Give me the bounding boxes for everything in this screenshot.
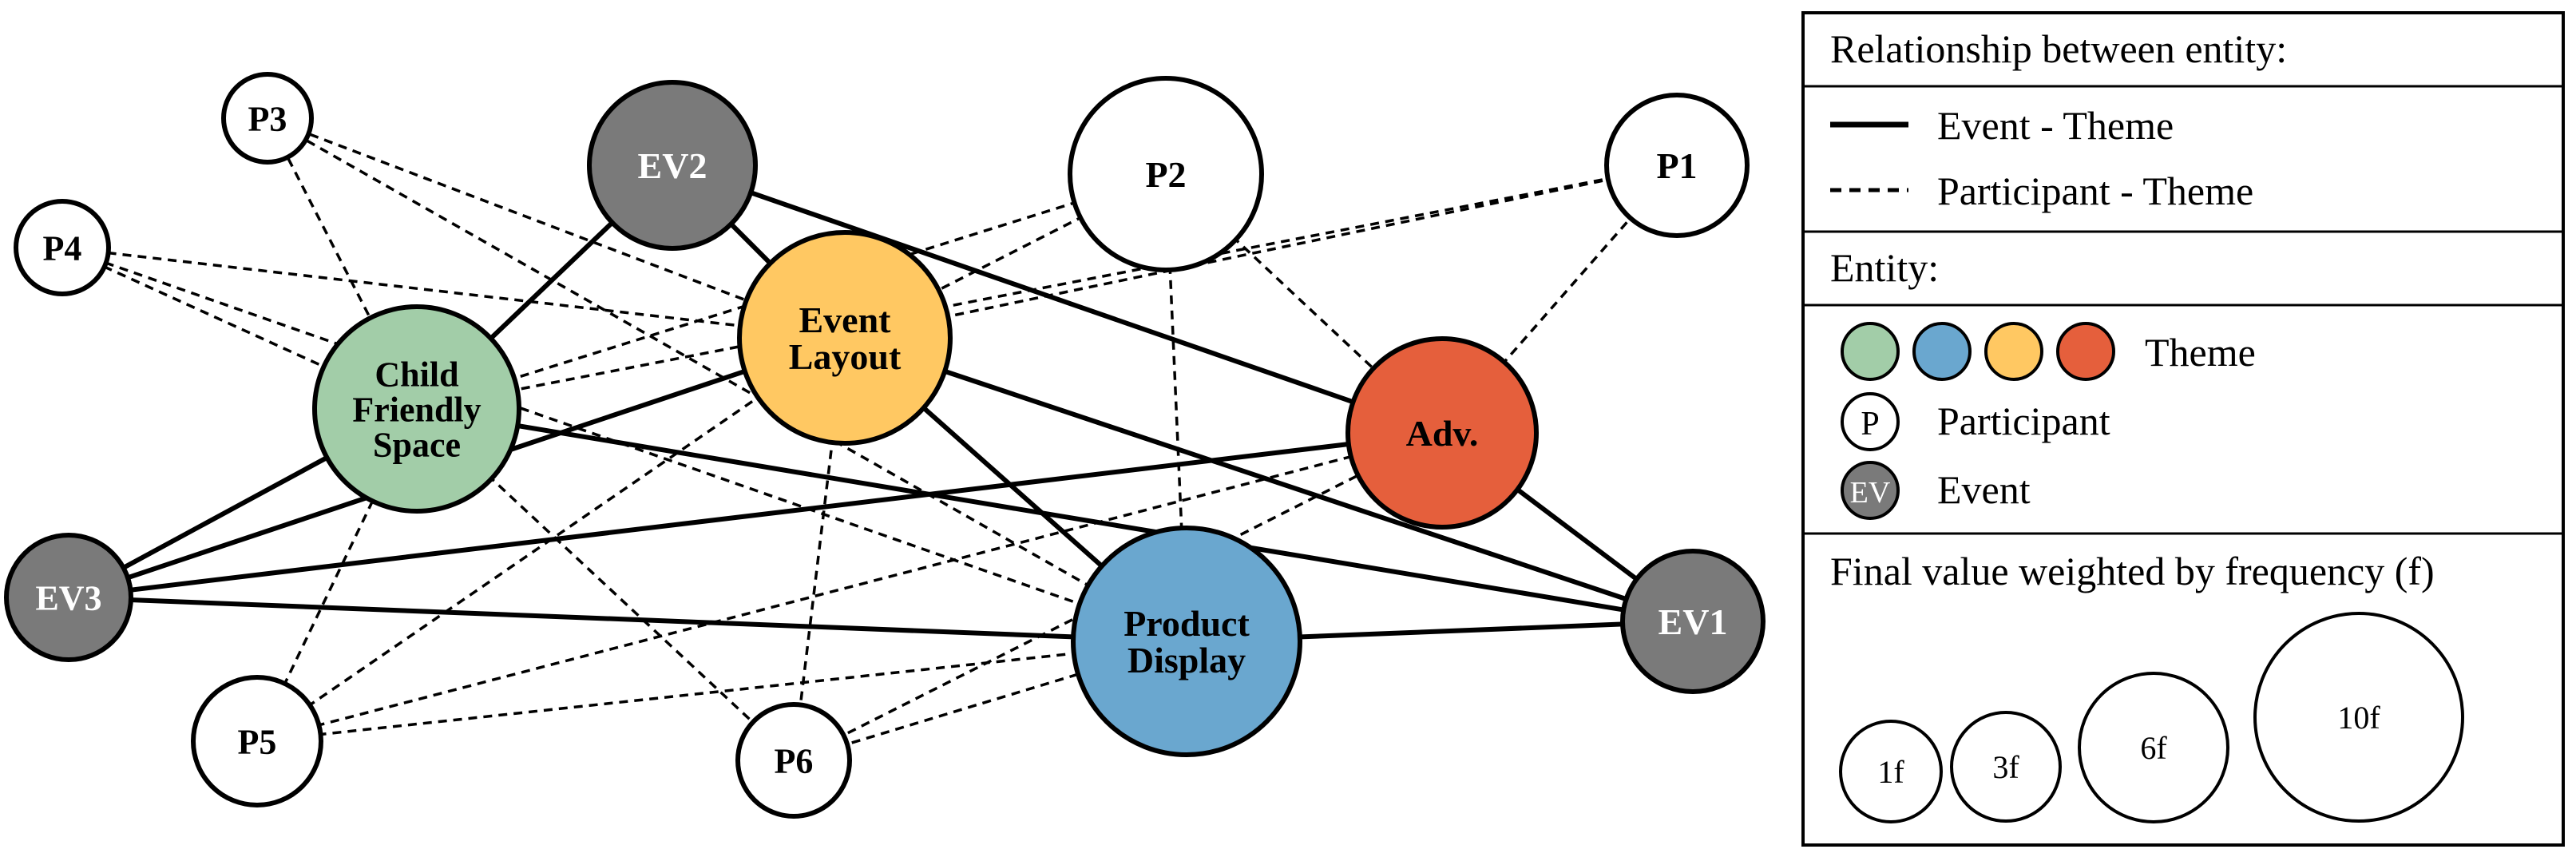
node-p4[interactable]: P4 xyxy=(14,199,111,296)
edge-p3-product xyxy=(267,117,1187,643)
node-ev1-label: EV1 xyxy=(1659,601,1728,642)
legend-event-symbol: EV xyxy=(1850,476,1891,510)
node-p3[interactable]: P3 xyxy=(221,72,314,165)
legend-weight-title: Final value weighted by frequency (f) xyxy=(1830,549,2435,593)
node-p5-label: P5 xyxy=(238,722,277,761)
legend-entity-title: Entity: xyxy=(1830,245,1939,290)
node-adv-circle xyxy=(1345,336,1539,530)
node-p2[interactable]: P2 xyxy=(1068,76,1264,272)
node-adv[interactable]: Adv. xyxy=(1345,336,1539,530)
edge-p1-layout xyxy=(844,164,1678,339)
legend-event-swatch xyxy=(1841,461,1900,520)
node-p1[interactable]: P1 xyxy=(1604,93,1750,238)
node-p2-label: P2 xyxy=(1145,154,1186,195)
node-product-circle xyxy=(1071,526,1302,757)
node-p4-label: P4 xyxy=(43,228,82,268)
legend-size-10f-label: 10f xyxy=(2337,700,2380,736)
edge-p4-product xyxy=(61,246,1187,643)
legend-theme-swatch xyxy=(2056,322,2115,381)
legend: Relationship between entity: Event - The… xyxy=(1801,11,2565,847)
node-child-label: Child xyxy=(375,355,458,394)
node-p2-circle xyxy=(1068,76,1264,272)
legend-event-theme-label: Event - Theme xyxy=(1937,103,2174,148)
node-p6-circle xyxy=(735,702,852,819)
node-child-label: Friendly xyxy=(352,390,481,429)
legend-theme-swatch xyxy=(1984,322,2043,381)
node-p5[interactable]: P5 xyxy=(191,675,323,807)
node-p1-label: P1 xyxy=(1656,145,1697,186)
edge-p2-child xyxy=(416,173,1167,411)
node-p5-circle xyxy=(191,675,323,807)
legend-theme-swatch xyxy=(1841,322,1900,381)
legend-theme-label: Theme xyxy=(2145,330,2256,375)
node-p4-circle xyxy=(14,199,111,296)
node-p3-circle xyxy=(221,72,314,165)
node-p3-label: P3 xyxy=(248,99,287,138)
edge-ev3-product xyxy=(68,595,1187,644)
node-product-label: Product xyxy=(1124,603,1250,644)
legend-participant-symbol: P xyxy=(1861,406,1879,442)
node-product-label: Display xyxy=(1127,640,1246,680)
edge-p5-layout xyxy=(256,336,846,743)
node-ev1[interactable]: EV1 xyxy=(1620,549,1766,694)
node-layout-label: Event xyxy=(799,300,892,340)
node-ev2-circle xyxy=(587,80,758,251)
legend-participant-swatch xyxy=(1841,392,1900,451)
edge-p5-adv xyxy=(256,431,1443,743)
node-child-label: Space xyxy=(373,425,461,464)
edge-p5-product xyxy=(256,640,1187,743)
legend-size-1f-label: 1f xyxy=(1877,754,1904,790)
edge-ev1-layout xyxy=(844,335,1694,624)
node-adv-label: Adv. xyxy=(1406,413,1479,454)
legend-size-6f-circle xyxy=(2078,672,2229,823)
edge-ev2-adv xyxy=(672,163,1443,435)
node-ev3-label: EV3 xyxy=(35,578,101,617)
legend-size-3f-label: 3f xyxy=(1992,749,2019,785)
legend-participant-label: Participant xyxy=(1937,399,2110,443)
edge-ev1-child xyxy=(416,407,1694,624)
node-layout-circle xyxy=(737,230,953,446)
edge-p3-layout xyxy=(267,117,846,339)
legend-relationship-title: Relationship between entity: xyxy=(1830,26,2287,71)
edge-p4-layout xyxy=(61,246,846,339)
node-ev3[interactable]: EV3 xyxy=(4,533,133,662)
legend-size-6f-label: 6f xyxy=(2140,730,2167,766)
node-p6[interactable]: P6 xyxy=(735,702,852,819)
node-ev3-circle xyxy=(4,533,133,662)
legend-theme-swatch xyxy=(1912,322,1972,381)
node-ev2[interactable]: EV2 xyxy=(587,80,758,251)
legend-participant-theme-label: Participant - Theme xyxy=(1937,169,2253,213)
node-ev1-circle xyxy=(1620,549,1766,694)
legend-event-label: Event xyxy=(1937,467,2031,512)
node-p6-label: P6 xyxy=(775,741,814,780)
legend-size-1f-circle xyxy=(1839,720,1943,823)
node-layout-label: Layout xyxy=(789,336,902,377)
node-child-circle xyxy=(312,304,521,514)
node-p1-circle xyxy=(1604,93,1750,238)
edge-p1-child xyxy=(416,164,1678,411)
legend-size-10f-circle xyxy=(2253,612,2464,823)
legend-size-3f-circle xyxy=(1950,711,2062,823)
node-ev2-label: EV2 xyxy=(638,145,707,186)
legend-frame xyxy=(1801,11,2565,847)
legend-theme-swatches xyxy=(1841,322,2115,381)
